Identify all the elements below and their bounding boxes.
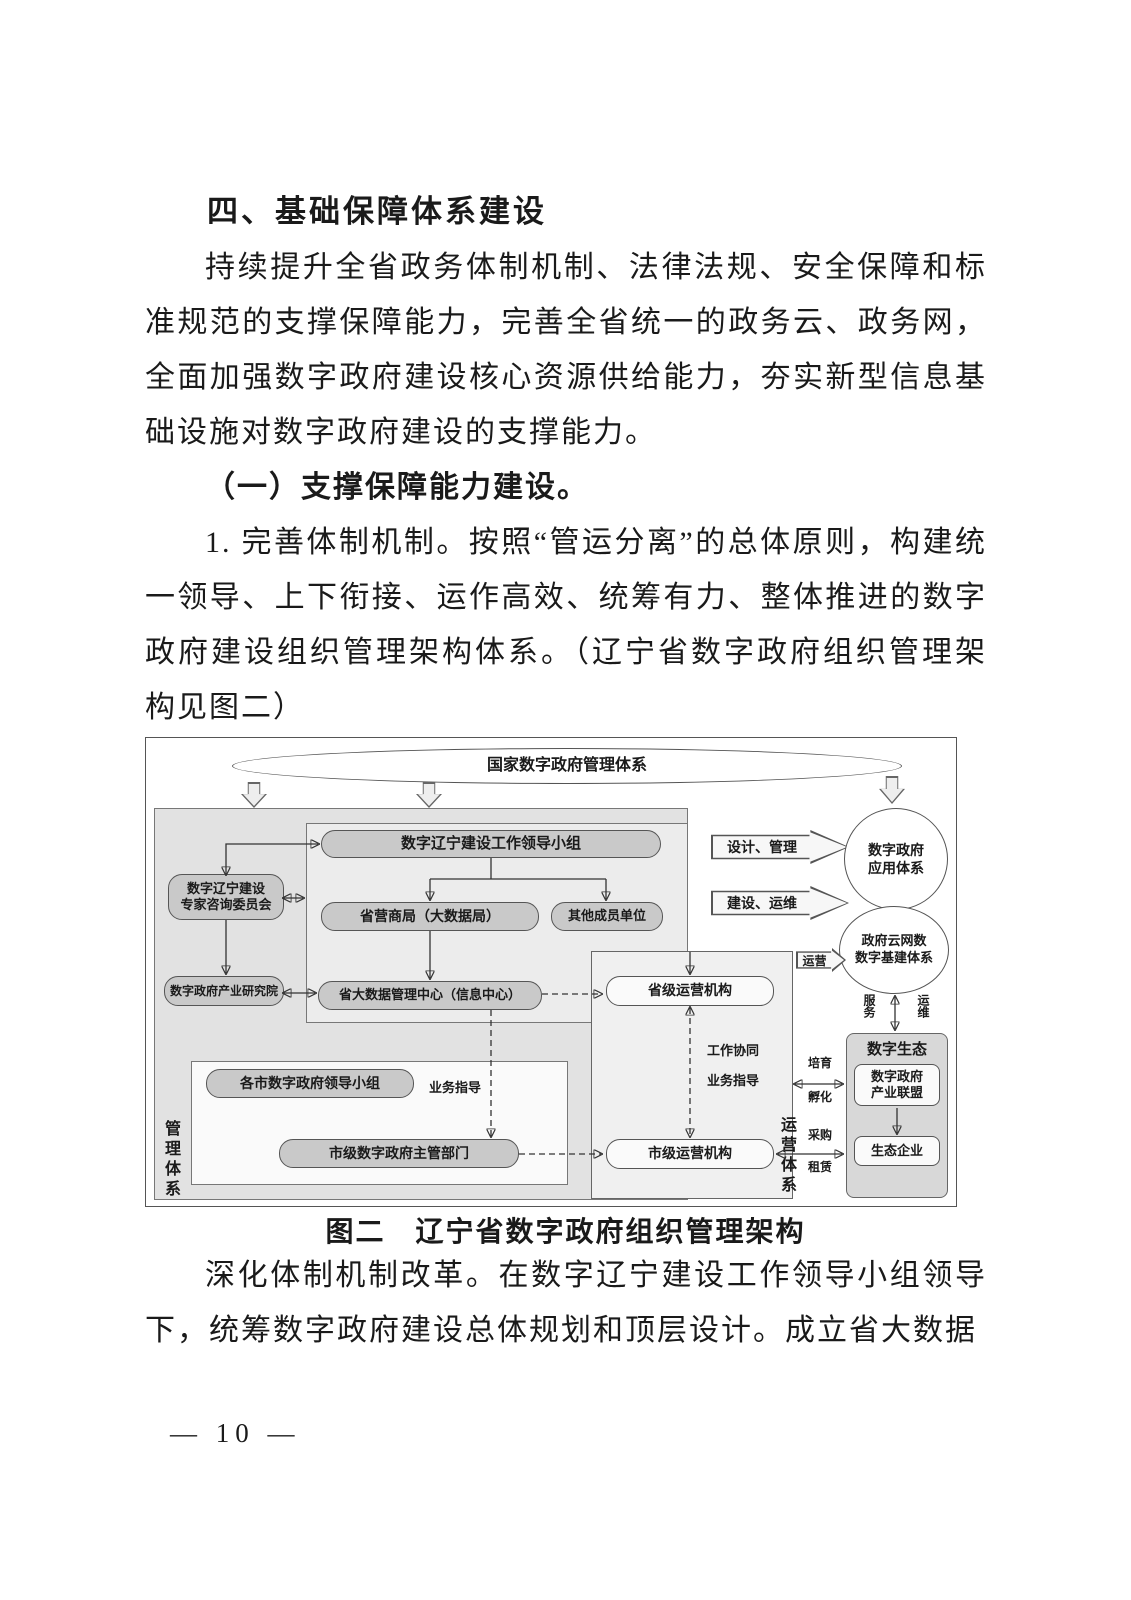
operations-arrow: 运营 [796,948,846,972]
design-manage-arrow: 设计、管理 [711,830,849,864]
management-system-label: 管理体系 [162,1120,179,1200]
business-bureau-node: 省营商局（大数据局） [321,902,539,931]
down-arrow-icon [241,782,267,808]
paragraph-2: 1. 完善体制机制。按照“管运分离”的总体原则，构建统一领导、上下衔接、运作高效… [145,526,987,724]
section-heading: 四、基础保障体系建设 [207,194,547,229]
org-structure-diagram: 国家数字政府管理体系 数字辽宁建设工作领导小组 数字辽宁建设 专家咨询委员会 省… [145,737,957,1207]
national-system-ellipse: 国家数字政府管理体系 [232,748,902,784]
city-leading-groups-node: 各市数字政府领导小组 [206,1069,414,1098]
arrow-fill [418,784,440,806]
paragraph-3: 深化体制机制改革。在数字辽宁建设工作领导小组领导下，统筹数字政府建设总体规划和顶… [145,1259,987,1347]
lease-label: 租赁 [807,1160,832,1174]
city-operator-node: 市级运营机构 [606,1139,774,1169]
other-members-node: 其他成员单位 [551,902,663,931]
business-guidance-right-label: 业务指导 [706,1073,759,1088]
data-center-node: 省大数据管理中心（信息中心） [318,981,542,1010]
maintenance-label: 运维 [916,994,930,1018]
industry-alliance-node: 数字政府 产业联盟 [854,1064,940,1106]
expert-committee-node: 数字辽宁建设 专家咨询委员会 [168,874,284,920]
business-guidance-left-label: 业务指导 [428,1080,481,1095]
build-maintain-arrow: 建设、运维 [711,886,849,920]
incubate-label: 孵化 [807,1090,832,1104]
provincial-operator-node: 省级运营机构 [606,976,774,1006]
paragraph-1: 持续提升全省政务体制机制、法律法规、安全保障和标准规范的支撑保障能力，完善全省统… [145,251,987,449]
design-manage-label: 设计、管理 [727,839,798,855]
arrow-fill [243,784,265,806]
build-maintain-label: 建设、运维 [727,895,798,911]
operations-label: 运营 [802,953,827,968]
service-label: 服务 [862,994,876,1018]
figure-caption: 图二 辽宁省数字政府组织管理架构 [325,1216,806,1247]
city-departments-node: 市级数字政府主管部门 [279,1139,519,1168]
cloud-system-ellipse: 政府云网数 数字基建体系 [839,906,949,994]
arrow-fill [881,778,903,802]
down-arrow-icon [416,782,442,808]
sub-heading: （一）支撑保障能力建设。 [205,471,589,504]
work-coordination-label: 工作协同 [706,1043,759,1058]
down-arrow-icon [879,776,905,804]
arrow-fill [798,950,844,970]
research-institute-node: 数字政府产业研究院 [164,976,284,1006]
operation-system-label: 运营体系 [778,1116,795,1196]
leading-group-node: 数字辽宁建设工作领导小组 [321,830,661,858]
procurement-label: 采购 [807,1128,832,1142]
page-number: — 10 — [170,1418,301,1448]
cultivate-label: 培育 [807,1056,832,1070]
eco-enterprises-node: 生态企业 [854,1136,940,1166]
body-text: 持续提升全省政务体制机制、法律法规、安全保障和标准规范的支撑保障能力，完善全省统… [145,240,987,735]
digital-ecology-title: 数字生态 [866,1041,927,1058]
app-system-ellipse: 数字政府 应用体系 [844,808,948,910]
closing-text: 深化体制机制改革。在数字辽宁建设工作领导小组领导下，统筹数字政府建设总体规划和顶… [145,1248,987,1358]
